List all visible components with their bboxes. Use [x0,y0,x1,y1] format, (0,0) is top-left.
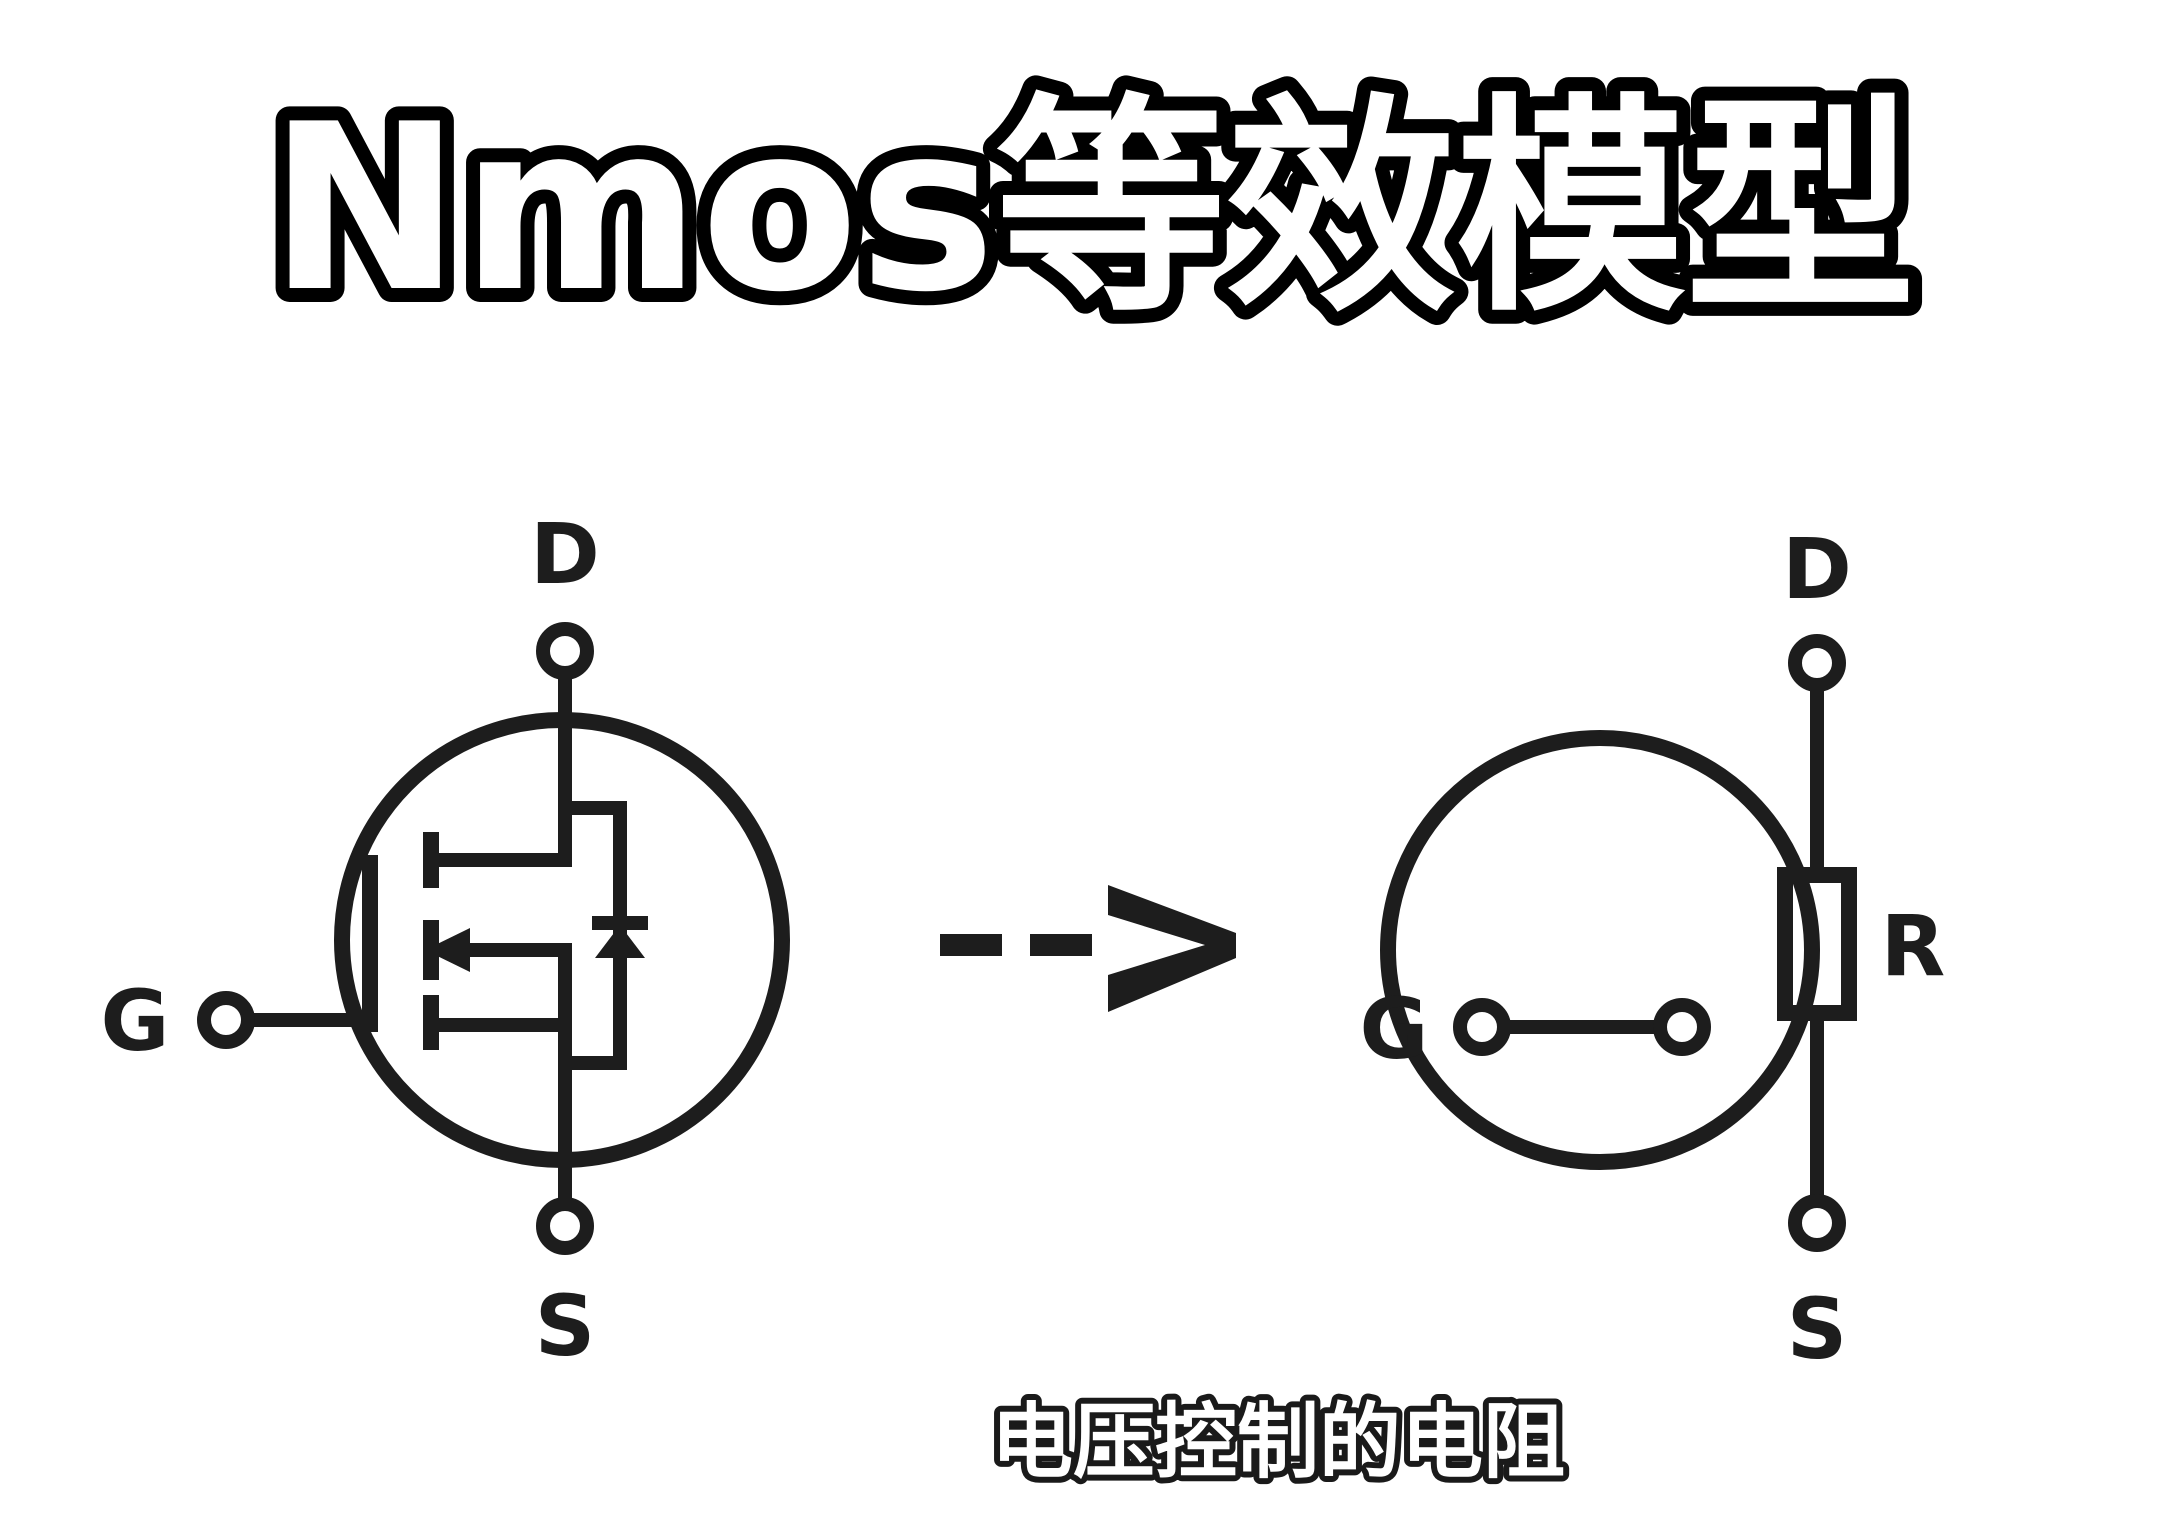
nmos-source-label: S [535,1277,596,1375]
nmos-body-lead [448,943,572,1025]
arrow-chevron [1108,885,1236,1012]
equivalent-drain-label: D [1782,520,1852,618]
equivalent-gate-terminal [1453,998,1511,1056]
equivalent-body-circle [1380,730,1820,1170]
nmos-drain-lead [430,674,572,867]
nmos-symbol: D G S [101,505,790,1375]
nmos-drain-label: D [530,505,600,603]
arrow-dash-2 [1030,934,1092,956]
equivalent-gate-label: G [1360,980,1429,1078]
resistor-label: R [1881,897,1946,995]
nmos-source-lead [430,1018,572,1203]
equivalent-symbol: D G S R [1360,520,1946,1378]
equivalent-source-label: S [1787,1280,1848,1378]
nmos-gate-label: G [101,972,170,1070]
nmos-diode-lead [565,801,627,1070]
nmos-source-terminal [536,1197,594,1255]
equivalent-source-terminal [1788,1194,1846,1252]
arrow-dash-1 [940,934,1002,956]
equivalent-drain-terminal [1788,634,1846,692]
nmos-body-arrow [425,928,470,972]
nmos-gate-terminal [197,991,255,1049]
caption-subtitle: 电压控制的电阻 [991,1395,1565,1490]
diagram-title: Nmos等效模型 [268,76,1915,343]
nmos-drain-terminal [536,622,594,680]
equivalent-gate-inner-terminal [1653,998,1711,1056]
equivalence-arrow: --> [940,885,1236,1012]
nmos-diode-triangle [595,925,645,958]
